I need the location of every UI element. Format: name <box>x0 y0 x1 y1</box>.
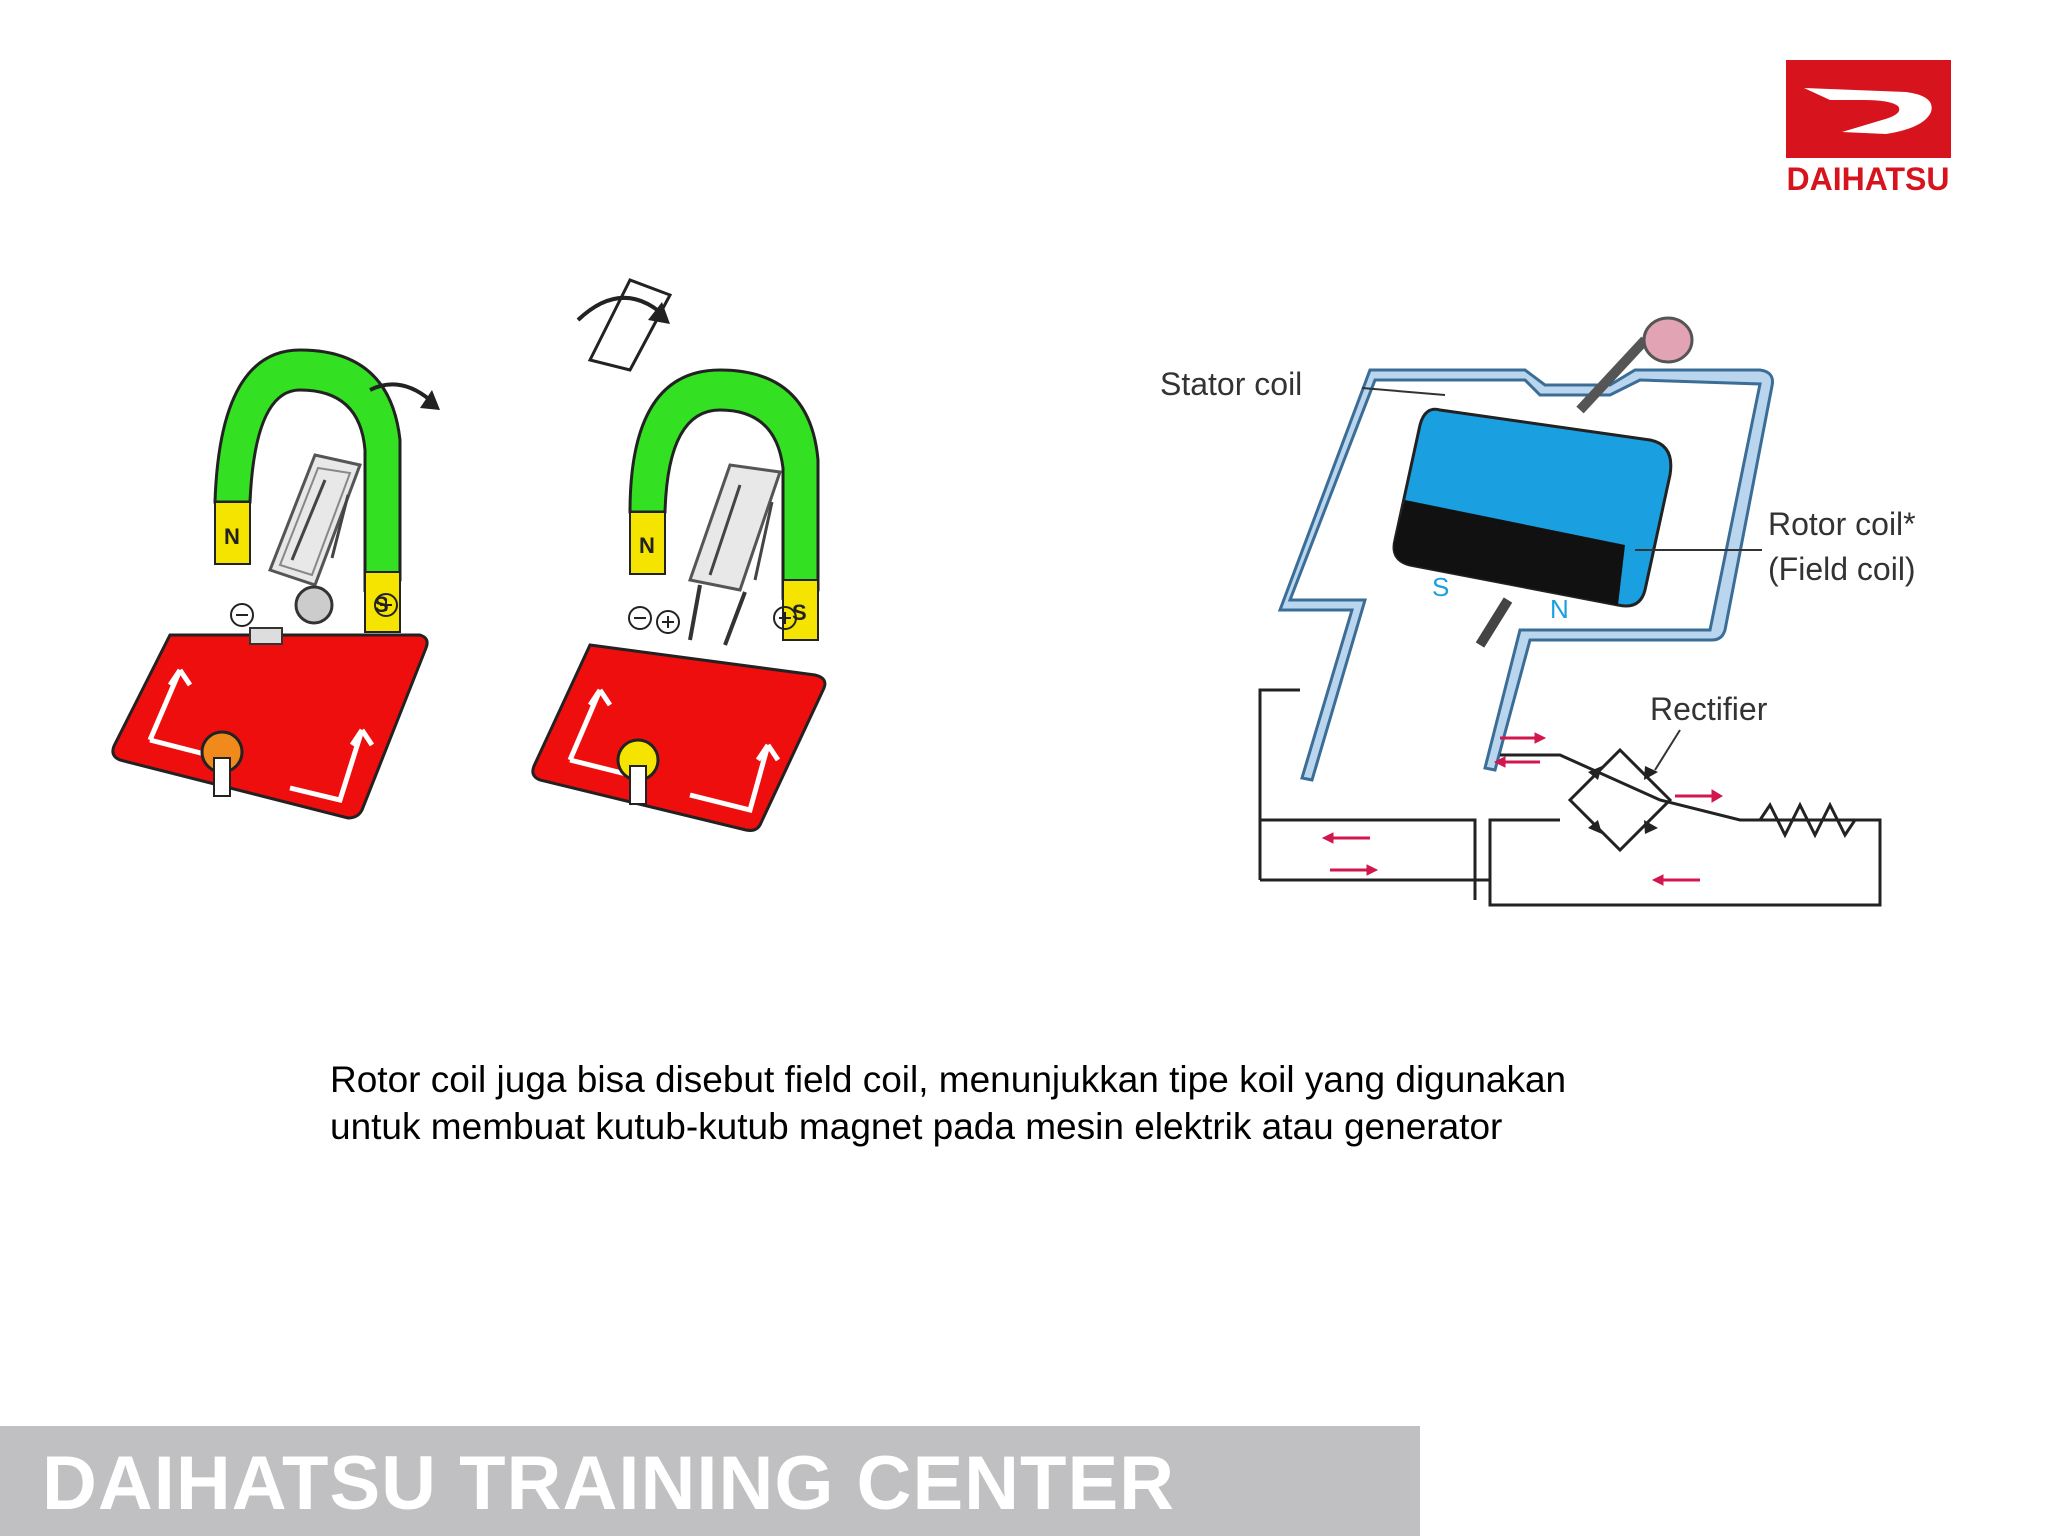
generator-2: N S <box>531 278 827 832</box>
footer-title: DAIHATSU TRAINING CENTER <box>42 1441 1176 1526</box>
alternator-diagram: S N Stator coil Rotor coil* <box>1140 300 2000 940</box>
magnet-generator-diagram: N S <box>100 240 1000 860</box>
caption: Rotor coil juga bisa disebut field coil,… <box>330 1056 1830 1150</box>
rotor-coil: S N <box>1392 407 1673 648</box>
rotor-pole-n: N <box>1550 594 1569 624</box>
current-arrows <box>1321 732 1723 886</box>
rectifier-bridge <box>1567 747 1673 853</box>
daihatsu-logo: DAIHATSU <box>1786 60 1951 197</box>
label-rectifier: Rectifier <box>1650 691 1768 727</box>
logo-wordmark: DAIHATSU <box>1787 161 1950 196</box>
pole-n-1: N <box>224 524 240 549</box>
resistor <box>1740 801 1880 839</box>
pole-n-2: N <box>639 533 655 558</box>
label-field-coil: (Field coil) <box>1768 551 1916 587</box>
generator-1: N S <box>111 348 440 820</box>
label-rotor-coil: Rotor coil* <box>1768 506 1916 542</box>
caption-line-2: untuk membuat kutub-kutub magnet pada me… <box>330 1106 1503 1147</box>
footer-bar: DAIHATSU TRAINING CENTER <box>0 1426 1420 1536</box>
caption-line-1: Rotor coil juga bisa disebut field coil,… <box>330 1059 1567 1100</box>
label-stator-coil: Stator coil <box>1160 366 1302 402</box>
stator-coil <box>1277 368 1774 782</box>
rotor-pole-s: S <box>1432 572 1449 602</box>
